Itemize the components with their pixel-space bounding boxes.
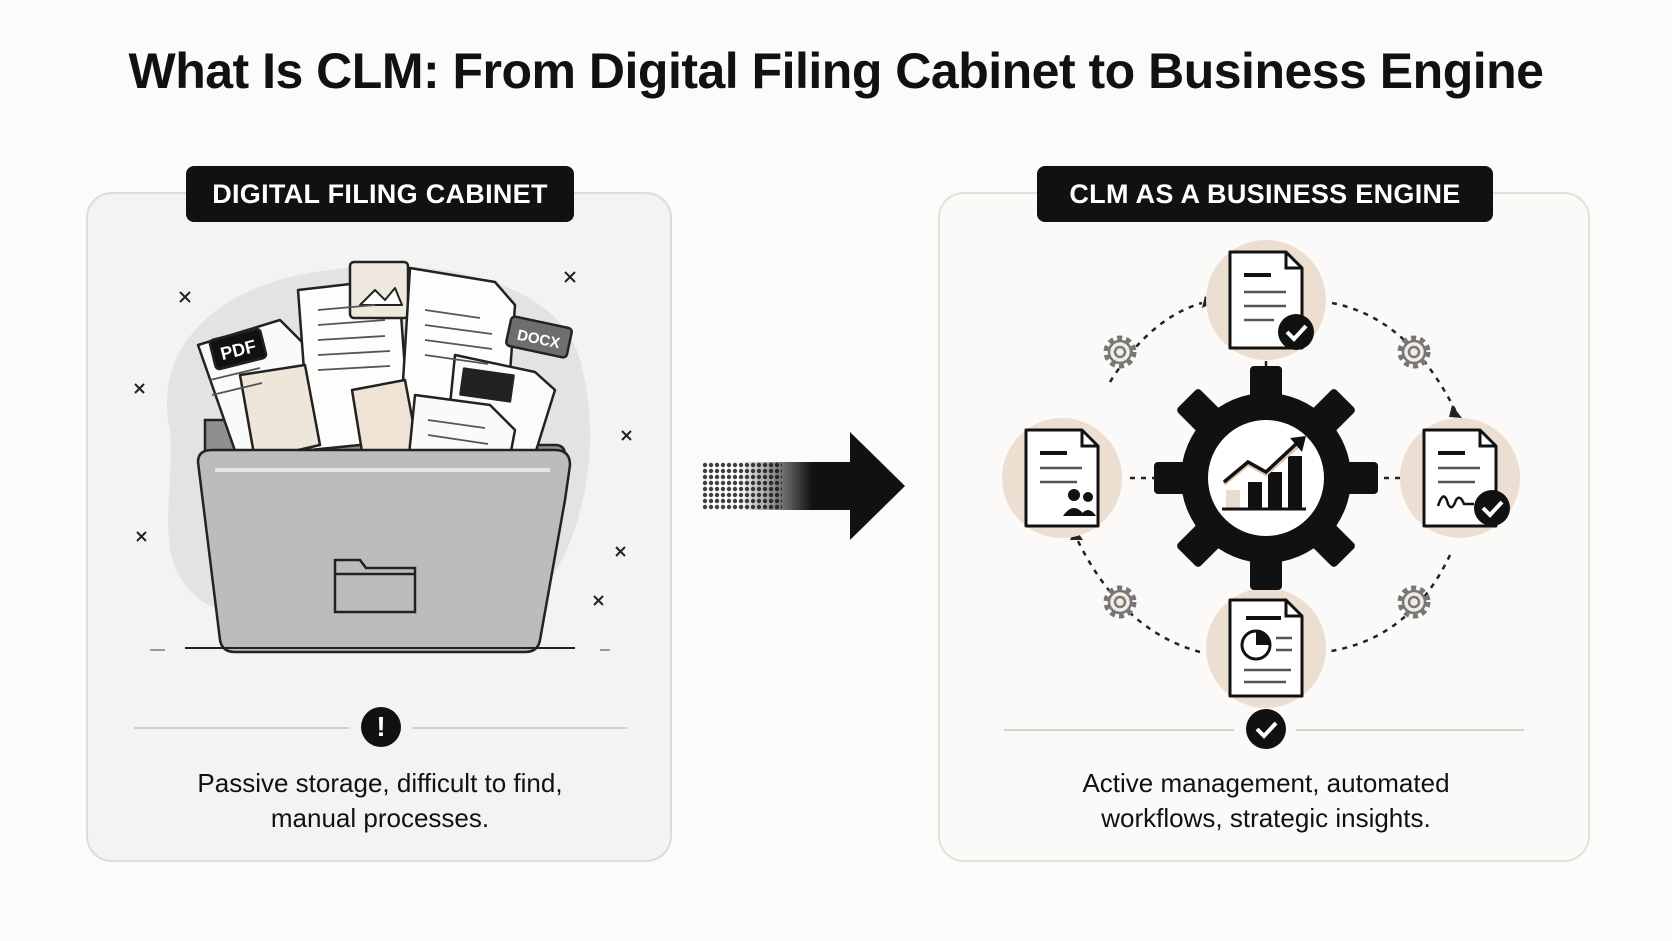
gear-icon <box>1400 338 1428 366</box>
warning-icon: ! <box>361 707 401 747</box>
report-document-icon <box>1228 598 1304 698</box>
growth-chart-icon <box>1222 436 1306 511</box>
left-caption: Passive storage, difficult to find, manu… <box>140 766 620 836</box>
digital-filing-cabinet-label: DIGITAL FILING CABINET <box>186 166 574 222</box>
docx-document-icon: DOCX <box>505 315 573 359</box>
right-caption-line-2: workflows, strategic insights. <box>1101 803 1431 833</box>
right-divider-b <box>1296 729 1524 731</box>
right-divider-a <box>1004 729 1234 731</box>
right-caption-line-1: Active management, automated <box>1082 768 1450 798</box>
check-icon <box>1246 709 1286 749</box>
left-divider-a <box>134 727 349 729</box>
sparkle-icon <box>134 271 632 606</box>
folder-icon <box>196 448 572 654</box>
gear-icon <box>1106 338 1134 366</box>
right-caption: Active management, automated workflows, … <box>1016 766 1516 836</box>
check-mark <box>1255 721 1278 739</box>
gear-icon <box>1154 366 1378 590</box>
page-title: What Is CLM: From Digital Filing Cabinet… <box>128 43 1544 99</box>
gear-icon <box>1400 588 1428 616</box>
business-engine-label: CLM AS A BUSINESS ENGINE <box>1037 166 1493 222</box>
gear-icon <box>1106 588 1134 616</box>
team-document-icon <box>1024 428 1100 528</box>
left-divider-b <box>412 727 627 729</box>
approved-document-icon <box>1228 250 1314 350</box>
left-caption-line-1: Passive storage, difficult to find, <box>197 768 563 798</box>
signature-icon <box>1422 428 1510 528</box>
left-caption-line-2: manual processes. <box>270 803 490 833</box>
